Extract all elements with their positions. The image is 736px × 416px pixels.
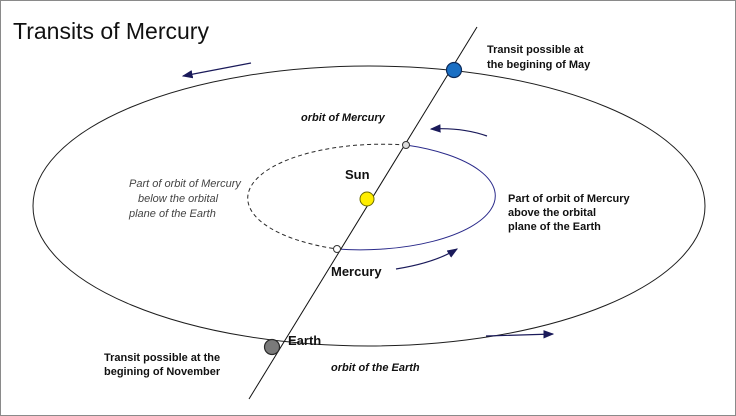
page-title: Transits of Mercury (13, 18, 209, 44)
mercury-orbit-below (247, 143, 407, 250)
earth-orbit (32, 65, 706, 347)
mercury-node-top-icon (402, 141, 410, 149)
below-plane-label-2: below the orbital (138, 193, 219, 205)
mercury-orbit-arrow-top (429, 124, 488, 137)
above-plane-label-3: plane of the Earth (508, 221, 601, 233)
mercury-orbit-above (336, 144, 496, 251)
may-transit-label-1: Transit possible at (487, 44, 584, 56)
may-transit-label-2: the begining of May (487, 59, 591, 71)
may-node-earth-icon (445, 61, 463, 79)
november-transit-label-2: begining of November (104, 366, 221, 378)
earth-orbit-arrow-bottom (485, 330, 555, 339)
earth-label: Earth (288, 333, 321, 348)
orbit-mercury-label: orbit of Mercury (301, 112, 386, 124)
mercury-orbit-arrow-bottom (395, 248, 459, 270)
earth-orbit-arrow-top (181, 62, 252, 79)
earth-icon (263, 338, 281, 356)
above-plane-label-1: Part of orbit of Mercury (508, 193, 631, 205)
mercury-icon (333, 245, 341, 253)
sun-icon (359, 191, 375, 207)
mercury-label: Mercury (331, 264, 382, 279)
above-plane-label-2: above the orbital (508, 207, 596, 219)
line-of-nodes (248, 26, 478, 400)
november-transit-label-1: Transit possible at the (104, 352, 220, 364)
sun-label: Sun (345, 167, 370, 182)
below-plane-label-3: plane of the Earth (128, 208, 216, 220)
orbit-earth-label: orbit of the Earth (331, 362, 420, 374)
below-plane-label-1: Part of orbit of Mercury (129, 178, 242, 190)
